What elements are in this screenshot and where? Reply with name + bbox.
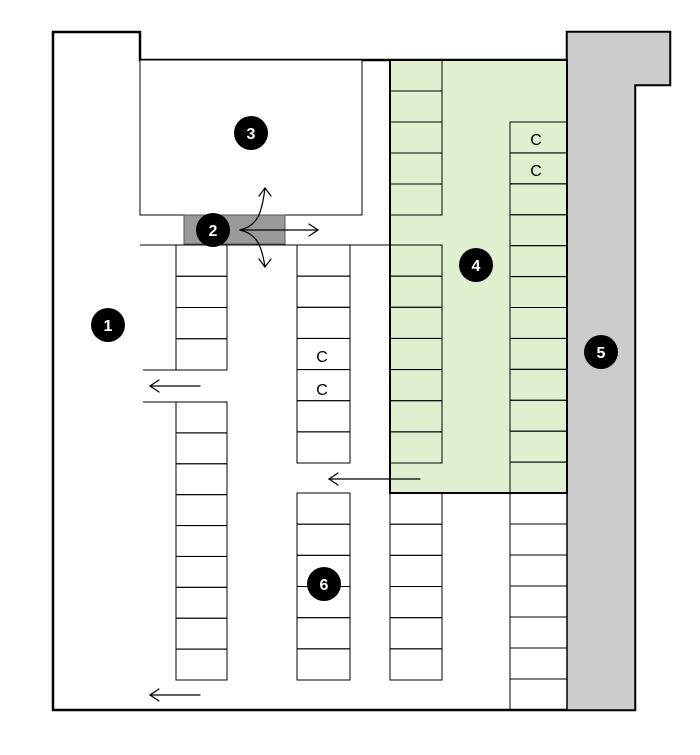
parking-stall[interactable] (175, 648, 228, 681)
arrow-up-icon (239, 187, 272, 231)
marker-6[interactable]: 6 (307, 567, 341, 601)
marker-2[interactable]: 2 (196, 213, 230, 247)
arrow-left-icon (148, 688, 201, 702)
marker-4-label: 4 (472, 258, 481, 275)
marker-3-label: 3 (247, 126, 256, 143)
direction-arrows (148, 187, 421, 702)
compact-label: C (530, 163, 542, 180)
arrow-down-icon (239, 229, 272, 268)
marker-2-label: 2 (209, 223, 218, 240)
arrow-right-icon (239, 223, 320, 237)
marker-1[interactable]: 1 (91, 308, 125, 342)
parking-stall[interactable] (389, 648, 443, 681)
arrow-left-icon (327, 472, 421, 486)
marker-4[interactable]: 4 (459, 248, 493, 282)
parking-stall[interactable] (389, 183, 443, 216)
parking-stalls (175, 59, 568, 711)
parking-stall[interactable] (389, 431, 443, 464)
compact-labels: C C C C (316, 132, 542, 399)
parking-stall[interactable] (175, 338, 228, 371)
compact-label: C (316, 382, 328, 399)
marker-6-label: 6 (320, 577, 329, 594)
marker-3[interactable]: 3 (234, 116, 268, 150)
compact-label: C (316, 349, 328, 366)
marker-5[interactable]: 5 (584, 335, 618, 369)
marker-1-label: 1 (104, 318, 113, 335)
parking-stall[interactable] (509, 678, 568, 711)
compact-label: C (530, 132, 542, 149)
parking-stall[interactable] (296, 431, 351, 464)
arrow-left-icon (148, 379, 201, 393)
marker-5-label: 5 (597, 345, 606, 362)
